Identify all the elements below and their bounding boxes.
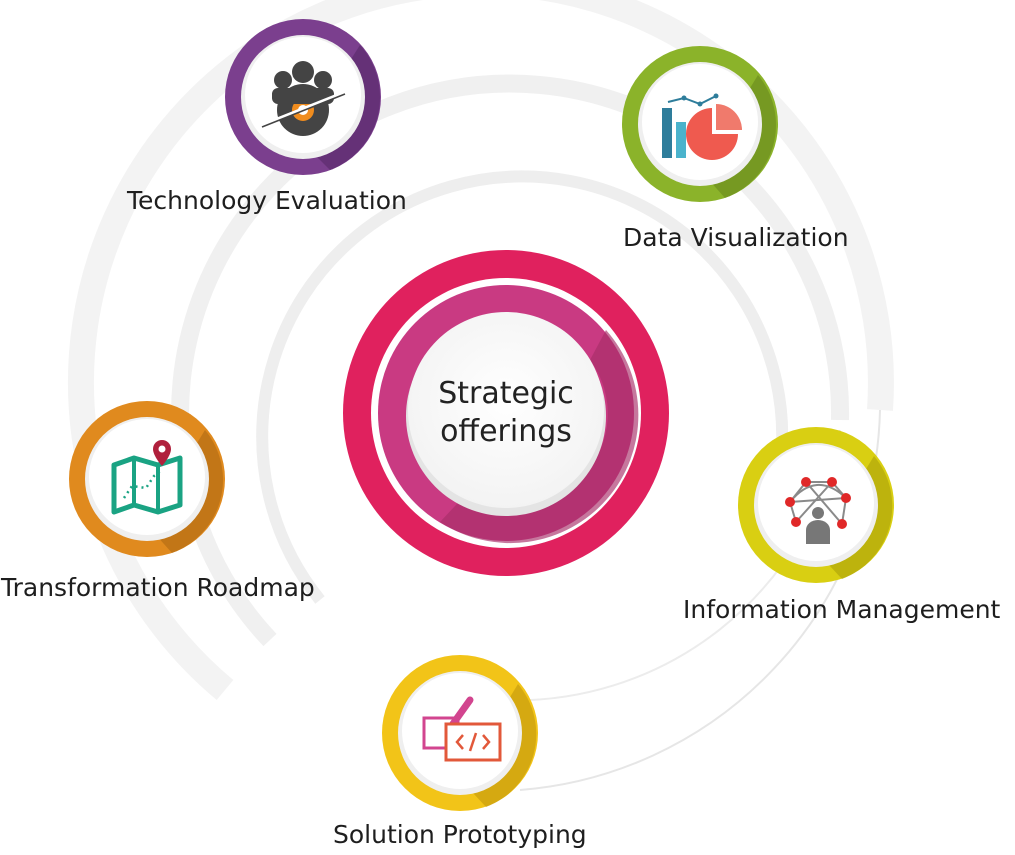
map-pin-icon (111, 440, 183, 515)
label-solution-prototyping: Solution Prototyping (333, 820, 587, 849)
node-information-management (738, 427, 894, 583)
node-technology-evaluation (225, 19, 381, 175)
team-gear-icon (261, 61, 346, 136)
label-transformation-roadmap: Transformation Roadmap (1, 573, 315, 602)
label-technology-evaluation: Technology Evaluation (127, 186, 407, 215)
code-pen-icon (422, 696, 502, 762)
chart-icon (662, 93, 742, 160)
inner-arc (256, 170, 789, 604)
label-data-visualization: Data Visualization (623, 223, 849, 252)
center-title-line1: Strategic (438, 376, 574, 411)
center-node (343, 250, 669, 576)
network-user-icon (785, 477, 851, 544)
node-transformation-roadmap (69, 401, 225, 557)
center-title: Strategic offerings (420, 375, 592, 451)
center-title-line2: offerings (440, 414, 572, 449)
node-data-visualization (622, 46, 778, 202)
node-solution-prototyping (382, 655, 538, 811)
label-information-management: Information Management (683, 595, 1001, 624)
